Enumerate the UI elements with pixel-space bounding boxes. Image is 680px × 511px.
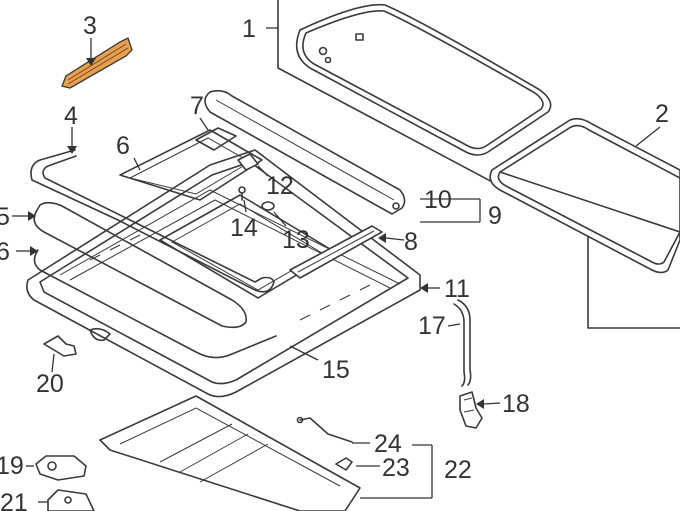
rear-panel: [489, 117, 680, 274]
motor-unit-19: [35, 455, 87, 481]
callout-labels: 1 2 3 4 5 6 6 7 8 9 10 11 12 13 14 15 17…: [0, 12, 669, 511]
callout-12: 12: [266, 172, 294, 200]
front-seal-frame: [30, 149, 275, 293]
callout-8: 8: [404, 228, 418, 256]
shade-strip: [289, 225, 383, 279]
bracket-21: [47, 489, 95, 511]
callout-6b: 6: [0, 238, 10, 266]
motor: [459, 391, 483, 429]
callout-1: 1: [242, 15, 256, 43]
callout-18: 18: [502, 390, 530, 418]
side-rail: [195, 89, 406, 215]
callout-13: 13: [282, 226, 310, 254]
callout-24: 24: [374, 430, 402, 458]
glass-panel: [295, 3, 552, 156]
callout-3: 3: [83, 12, 97, 40]
callout-6a: 6: [116, 132, 130, 160]
small-bracket: [335, 457, 353, 471]
callout-9: 9: [488, 202, 502, 230]
callout-4: 4: [64, 102, 78, 130]
small-hardware: [237, 153, 275, 211]
callout-11: 11: [444, 275, 470, 303]
callout-23: 23: [382, 454, 410, 482]
callout-5: 5: [0, 203, 10, 231]
callout-2: 2: [655, 100, 669, 128]
clip-bracket: [43, 327, 111, 357]
wind-deflector-strip: [61, 37, 133, 89]
callout-14: 14: [230, 214, 258, 242]
callout-17: 17: [418, 312, 446, 340]
sunshade-panel: [99, 395, 361, 511]
callout-19: 19: [0, 452, 24, 480]
leader-lines: [12, 27, 661, 503]
callout-21: 21: [0, 489, 28, 511]
drain-hose: [453, 299, 472, 387]
callout-7: 7: [190, 92, 204, 120]
seal-loops: [33, 201, 277, 359]
callout-10: 10: [424, 186, 452, 214]
cable: [296, 416, 353, 443]
callout-20: 20: [36, 370, 64, 398]
callout-22: 22: [444, 456, 472, 484]
callout-15: 15: [322, 356, 350, 384]
